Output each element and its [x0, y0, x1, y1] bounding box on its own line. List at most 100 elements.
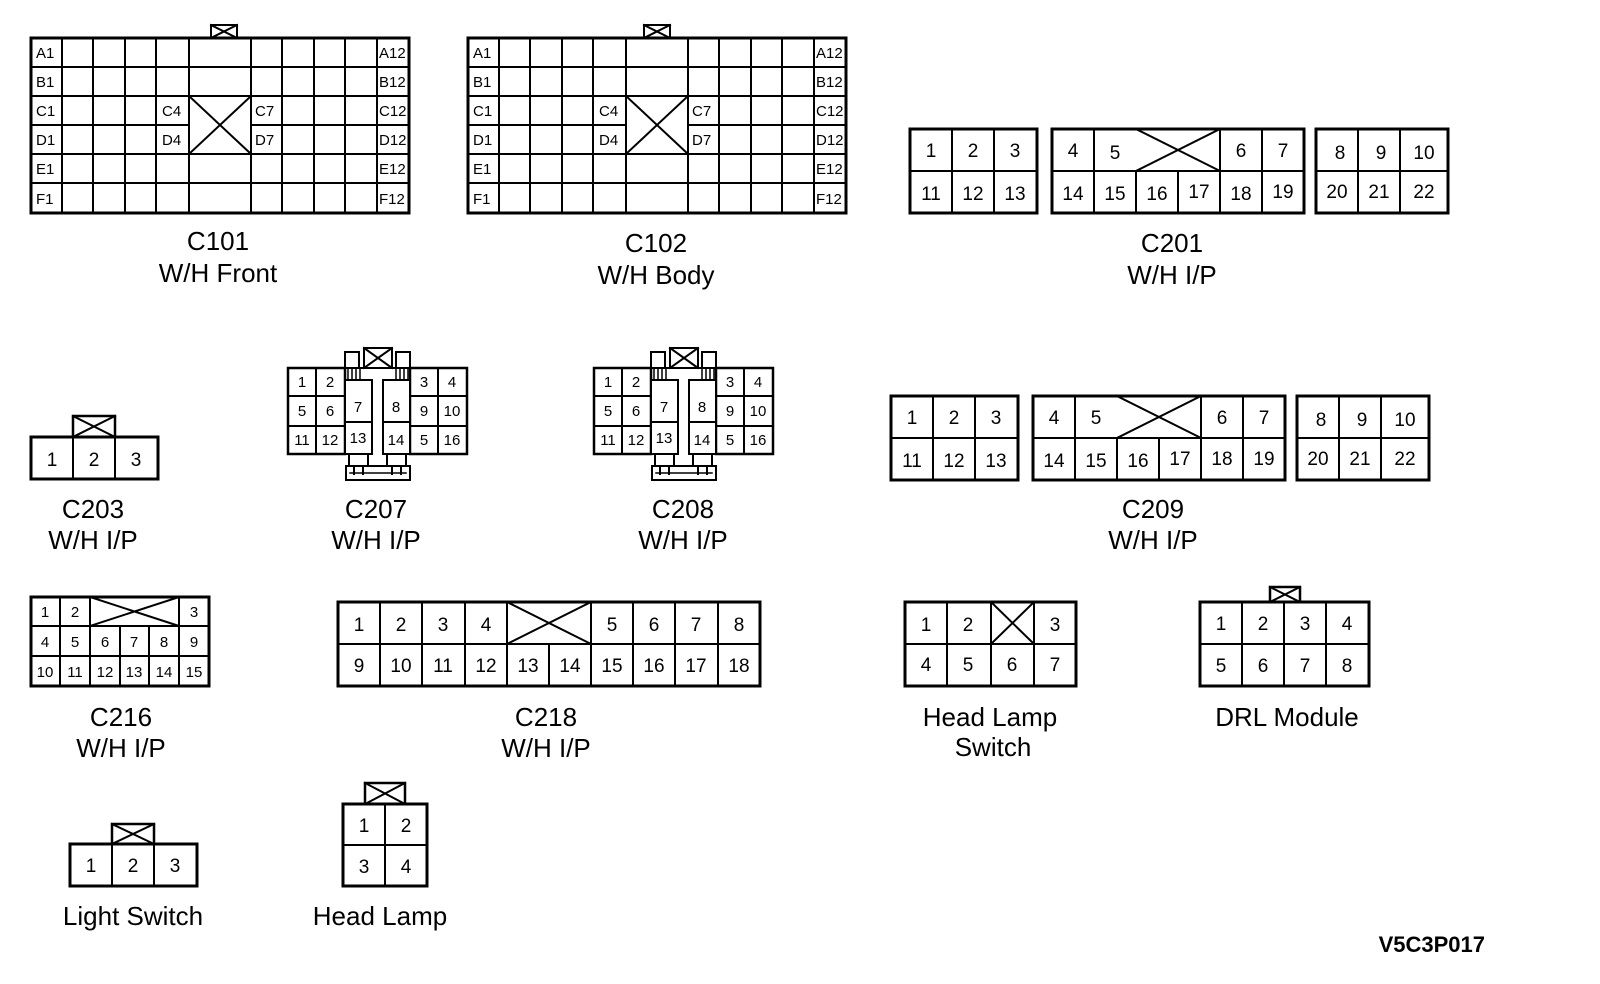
connector-head-lamp: 1 2 3 4 [341, 781, 429, 888]
c209-pin-11: 11 [902, 451, 922, 472]
c207-pin-1: 1 [298, 374, 306, 391]
c207-center-column [344, 379, 411, 481]
c102-pin-d12: D12 [816, 132, 844, 149]
c201-pin-22: 22 [1413, 182, 1434, 203]
c216-pin-12: 12 [97, 664, 114, 681]
c201-pin-19: 19 [1272, 182, 1293, 203]
c102-pin-c4: C4 [599, 103, 618, 120]
head-lamp-switch-pin-6: 6 [1007, 655, 1018, 676]
c207-pin-3: 3 [420, 374, 428, 391]
light-switch-desc: Light Switch [63, 901, 203, 931]
c207-pin-9: 9 [420, 403, 428, 420]
c209-pin-3: 3 [991, 408, 1002, 429]
c218-pin-8: 8 [734, 615, 745, 636]
connector-c201: 1 2 3 4 5 6 7 8 9 10 11 12 13 14 15 16 1… [908, 127, 1450, 215]
c208-pin-2: 2 [632, 374, 640, 391]
c209-id: C209 [1122, 494, 1184, 524]
c101-pin-d4: D4 [162, 132, 181, 149]
c207-pin-4: 4 [448, 374, 456, 391]
c207-top-latch [344, 346, 411, 381]
c201-pin-20: 20 [1326, 182, 1347, 203]
c101-pin-b12: B12 [379, 74, 406, 91]
c209-desc: W/H I/P [1108, 525, 1198, 555]
c218-pin-9: 9 [354, 656, 365, 677]
c203-desc: W/H I/P [48, 525, 138, 555]
c201-pin-3: 3 [1010, 141, 1021, 162]
c218-pin-15: 15 [601, 656, 622, 677]
c208-pin-7: 7 [660, 399, 668, 416]
c209-pin-12: 12 [943, 451, 964, 472]
c102-pin-c1: C1 [473, 103, 492, 120]
c208-pin-1: 1 [604, 374, 612, 391]
c201-pin-10: 10 [1413, 143, 1434, 164]
c208-pin-15: 5 [726, 432, 734, 449]
c209-pin-13: 13 [985, 451, 1006, 472]
c102-pin-c7: C7 [692, 103, 711, 120]
connector-head-lamp-switch: 1 2 3 4 5 6 7 [903, 600, 1078, 688]
c216-pin-10: 10 [37, 664, 54, 681]
c102-desc: W/H Body [597, 260, 714, 290]
c208-left-block [592, 366, 653, 456]
c218-pin-2: 2 [396, 615, 407, 636]
c101-grid [30, 37, 410, 214]
drl-module-pin-6: 6 [1258, 656, 1269, 677]
drl-module-pin-4: 4 [1342, 614, 1353, 635]
drl-module-pin-1: 1 [1216, 614, 1227, 635]
c101-id: C101 [187, 226, 249, 256]
c101-pin-d7: D7 [255, 132, 274, 149]
c102-pin-f1: F1 [473, 191, 491, 208]
head-lamp-switch-desc-line1: Head Lamp [923, 702, 1057, 732]
c218-pin-7: 7 [691, 615, 702, 636]
drl-module-pin-5: 5 [1216, 656, 1227, 677]
c207-pin-12: 12 [322, 432, 339, 449]
c208-pin-10: 10 [750, 403, 767, 420]
c101-pin-d1: D1 [36, 132, 55, 149]
connector-c102: A1 B1 C1 D1 E1 F1 A12 B12 C12 D12 E12 F1… [466, 23, 848, 215]
c207-pin-16: 16 [444, 432, 461, 449]
c209-block-right [1295, 394, 1431, 482]
c101-pin-f1: F1 [36, 191, 54, 208]
head-lamp-switch-pin-3: 3 [1050, 615, 1061, 636]
c216-desc: W/H I/P [76, 733, 166, 763]
c201-pin-5: 5 [1110, 143, 1121, 164]
c216-pin-6: 6 [101, 634, 109, 651]
c101-pin-b1: B1 [36, 74, 54, 91]
c218-pin-10: 10 [390, 656, 411, 677]
c216-pin-1: 1 [41, 604, 49, 621]
drl-module-pin-7: 7 [1300, 656, 1311, 677]
c207-pin-13: 13 [350, 430, 367, 447]
c101-tab-cross [209, 23, 239, 40]
c209-pin-4: 4 [1049, 408, 1060, 429]
c201-pin-4: 4 [1068, 141, 1079, 162]
c201-pin-18: 18 [1230, 184, 1251, 205]
c102-grid [467, 37, 847, 214]
c208-pin-3: 3 [726, 374, 734, 391]
c218-pin-14: 14 [559, 656, 581, 677]
c209-pin-15: 15 [1085, 451, 1106, 472]
c218-desc: W/H I/P [501, 733, 591, 763]
connector-drl-module: 1 2 3 4 5 6 7 8 [1198, 585, 1371, 688]
c201-pin-17: 17 [1188, 182, 1209, 203]
c209-block-mid [1031, 394, 1287, 482]
connector-light-switch: 1 2 3 [68, 822, 199, 888]
c207-right-block [408, 366, 469, 456]
c218-pin-6: 6 [649, 615, 660, 636]
c207-pin-7: 7 [354, 399, 362, 416]
c201-pin-1: 1 [926, 141, 937, 162]
drl-module-pin-3: 3 [1300, 614, 1311, 635]
c208-pin-12: 12 [628, 432, 645, 449]
light-switch-pin-1: 1 [86, 856, 97, 877]
c216-pin-15: 15 [186, 664, 203, 681]
c102-pin-c12: C12 [816, 103, 844, 120]
head-lamp-desc: Head Lamp [313, 901, 447, 931]
c201-pin-8: 8 [1335, 143, 1346, 164]
c208-pin-4: 4 [754, 374, 762, 391]
c201-block-right [1314, 127, 1450, 215]
c201-pin-14: 14 [1062, 184, 1084, 205]
c208-pin-6: 6 [632, 403, 640, 420]
c101-pin-c4: C4 [162, 103, 181, 120]
c203-housing [29, 435, 160, 481]
c102-pin-d1: D1 [473, 132, 492, 149]
c209-pin-18: 18 [1211, 449, 1232, 470]
